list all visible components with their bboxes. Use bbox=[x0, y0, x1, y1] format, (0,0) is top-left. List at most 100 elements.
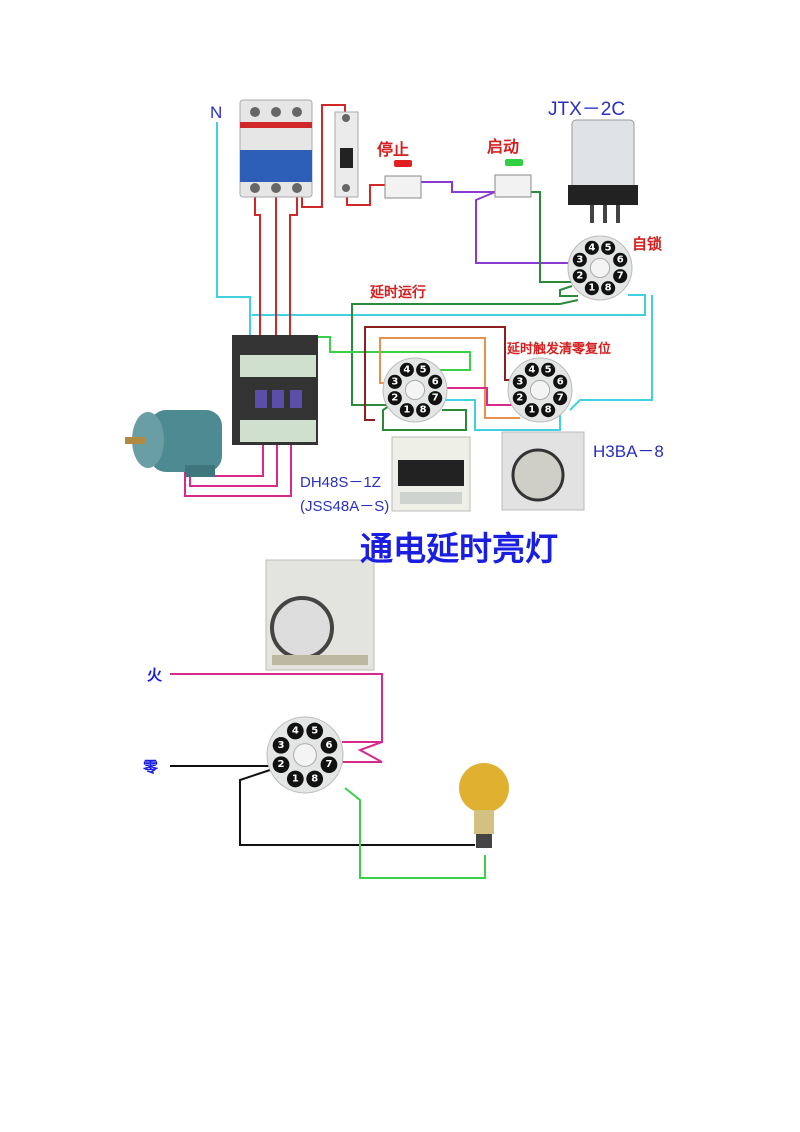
green-wire bbox=[559, 285, 578, 297]
socket-pin bbox=[428, 374, 443, 389]
single-pole-breaker bbox=[334, 111, 359, 198]
timer-dh48s bbox=[391, 436, 471, 512]
socket-pin-number: 1 bbox=[292, 773, 299, 784]
socket-pin bbox=[553, 374, 568, 389]
live-wire bbox=[342, 741, 383, 763]
green-wire bbox=[305, 336, 471, 371]
socket-pin-number: 6 bbox=[325, 740, 332, 751]
self-lock-label: 自锁 bbox=[632, 235, 662, 253]
socket-pin bbox=[584, 240, 599, 255]
socket-pin bbox=[286, 722, 304, 740]
socket-pin-number: 2 bbox=[576, 271, 583, 282]
socket-pin bbox=[524, 362, 539, 377]
socket-pin bbox=[572, 269, 587, 284]
socket-pin-number: 5 bbox=[545, 364, 552, 375]
socket-key bbox=[529, 379, 551, 401]
zero-wire bbox=[239, 769, 475, 846]
dh48s-label: DH48S－1Z bbox=[300, 474, 381, 491]
timer-bottom bbox=[265, 559, 375, 671]
socket-bottom: 4 56 78 12 3 bbox=[266, 716, 344, 794]
socket-pin bbox=[387, 391, 402, 406]
phase-wire bbox=[301, 104, 346, 208]
start-label: 启动 bbox=[487, 137, 519, 156]
socket-pin-number: 1 bbox=[588, 283, 595, 294]
socket-pin bbox=[286, 770, 304, 788]
socket-pin-number: 8 bbox=[311, 773, 318, 784]
green-wire bbox=[382, 403, 467, 431]
socket-key bbox=[404, 379, 426, 401]
socket-pin-number: 8 bbox=[545, 405, 552, 416]
socket-pin-number: 6 bbox=[557, 376, 564, 387]
stop-label: 停止 bbox=[377, 140, 409, 159]
relay-model-label: JTX－2C bbox=[548, 99, 625, 120]
socket-pin bbox=[512, 374, 527, 389]
delay-run-label: 延时运行 bbox=[369, 284, 426, 301]
green-wire bbox=[530, 191, 572, 283]
section-title: 通电延时亮灯 bbox=[360, 529, 558, 568]
socket-pin bbox=[306, 722, 324, 740]
relay-jtx bbox=[568, 119, 638, 223]
socket-pin-number: 3 bbox=[516, 376, 523, 387]
cyan-wire bbox=[569, 295, 653, 411]
purple-wire bbox=[420, 181, 495, 193]
socket-pin bbox=[541, 362, 556, 377]
socket-pin-number: 8 bbox=[420, 405, 427, 416]
socket-pin-number: 1 bbox=[528, 405, 535, 416]
socket-pin-number: 5 bbox=[311, 726, 318, 737]
socket-pin bbox=[399, 362, 414, 377]
timer-h3ba bbox=[501, 431, 585, 511]
light-bulb bbox=[459, 763, 509, 848]
socket-pin bbox=[613, 252, 628, 267]
motor bbox=[125, 410, 222, 477]
socket-pin bbox=[512, 391, 527, 406]
phase-wire bbox=[289, 195, 298, 345]
control-wire bbox=[346, 184, 387, 206]
socket-pin bbox=[387, 374, 402, 389]
zero-label: 零 bbox=[142, 758, 159, 776]
socket-pin bbox=[306, 770, 324, 788]
lamp-wire bbox=[344, 787, 486, 879]
socket-pin-number: 6 bbox=[432, 376, 439, 387]
socket-pin bbox=[272, 756, 290, 774]
socket-key bbox=[293, 743, 317, 767]
socket-pin-number: 1 bbox=[403, 405, 410, 416]
live-label: 火 bbox=[147, 666, 163, 684]
purple-wire bbox=[475, 191, 572, 264]
socket-pin-number: 3 bbox=[278, 740, 285, 751]
cyan-wire bbox=[440, 399, 561, 431]
jss48a-label: (JSS48A－S) bbox=[300, 498, 389, 515]
magenta-wire bbox=[440, 387, 512, 406]
stop-button[interactable] bbox=[384, 160, 422, 199]
socket-key bbox=[589, 257, 611, 279]
neutral-wire bbox=[216, 122, 251, 340]
socket-pin bbox=[272, 736, 290, 754]
socket-pin bbox=[572, 252, 587, 267]
socket-pin-number: 2 bbox=[278, 759, 285, 770]
orange-wire bbox=[379, 337, 520, 419]
socket-pin-number: 2 bbox=[516, 393, 523, 404]
contactor bbox=[232, 335, 318, 445]
socket-pin-number: 3 bbox=[391, 376, 398, 387]
socket-pin-number: 4 bbox=[292, 726, 299, 737]
delay-reset-label: 延时触发清零复位 bbox=[506, 341, 611, 357]
cyan-wire bbox=[252, 294, 646, 316]
socket-pin-number: 4 bbox=[588, 242, 595, 253]
socket-pin bbox=[399, 403, 414, 418]
socket-pin bbox=[584, 281, 599, 296]
wires bbox=[170, 104, 653, 879]
socket-pin bbox=[428, 391, 443, 406]
socket-pin-number: 7 bbox=[432, 393, 439, 404]
socket-pin-number: 7 bbox=[325, 759, 332, 770]
start-button[interactable] bbox=[494, 159, 532, 198]
phase-wire bbox=[254, 195, 261, 345]
socket-pin bbox=[320, 736, 338, 754]
socket-pin bbox=[416, 403, 431, 418]
socket-pin bbox=[416, 362, 431, 377]
socket-pin-number: 8 bbox=[605, 283, 612, 294]
three-pole-breaker bbox=[239, 99, 313, 198]
socket-pin bbox=[553, 391, 568, 406]
socket-pin bbox=[601, 240, 616, 255]
